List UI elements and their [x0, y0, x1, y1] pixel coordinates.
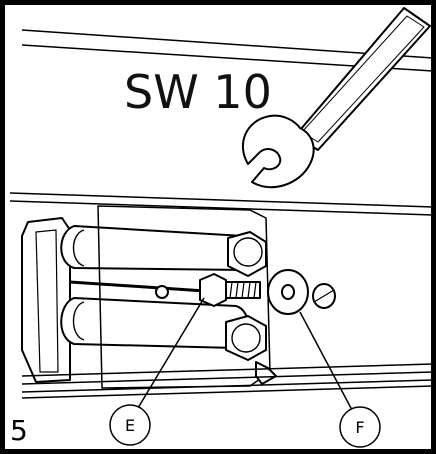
tool-size-label: SW 10: [124, 65, 272, 119]
callout-e-label: E: [125, 416, 135, 435]
hinge-assembly: [21, 205, 336, 389]
callout-f-label: F: [355, 418, 364, 437]
step-number: 5: [10, 414, 28, 447]
wrench-icon: [242, 7, 431, 189]
lower-rail: [21, 363, 434, 399]
callout-leaders: [137, 297, 353, 411]
callout-e: E: [109, 404, 151, 446]
callout-f: F: [339, 406, 381, 448]
